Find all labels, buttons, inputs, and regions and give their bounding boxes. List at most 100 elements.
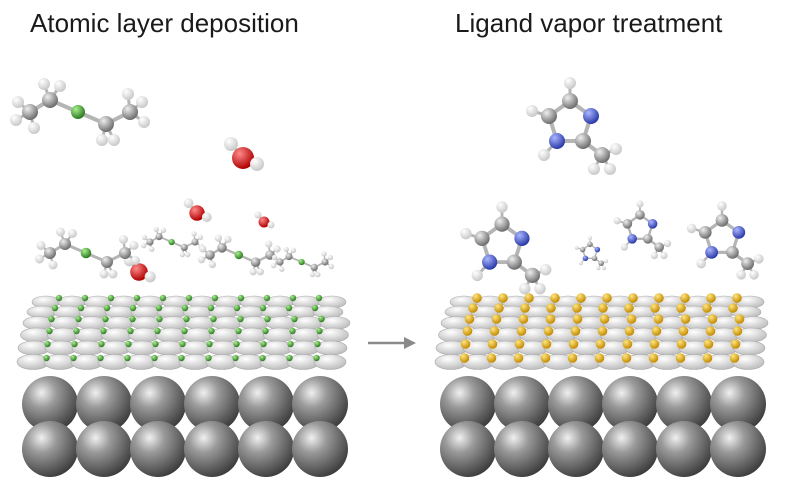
hydrogen-atom: [56, 227, 65, 237]
hydrogen-atom: [99, 269, 109, 279]
substrate-atom: [76, 376, 132, 432]
carbon-atom: [250, 257, 261, 268]
zinc-site: [181, 327, 188, 335]
hydrogen-atom: [587, 235, 593, 241]
zinc-site: [703, 339, 714, 349]
zinc-site: [594, 353, 605, 363]
zinc-site: [649, 339, 660, 349]
zinc-site: [73, 327, 80, 335]
zinc-site: [524, 293, 534, 303]
carbon-atom: [217, 243, 227, 253]
zinc-site: [546, 303, 556, 313]
substrate-atom: [548, 421, 604, 477]
zinc-site: [43, 354, 50, 362]
zinc-site: [264, 315, 271, 323]
carbon-atom: [285, 253, 293, 261]
zinc-site: [318, 315, 325, 323]
zinc-site: [97, 354, 104, 362]
zinc-site: [680, 293, 690, 303]
zinc-site: [152, 340, 159, 348]
zinc-site: [208, 327, 215, 335]
carbon-atom: [98, 116, 114, 132]
zinc-site: [124, 354, 131, 362]
zinc-site: [624, 326, 635, 336]
zinc-site: [648, 353, 659, 363]
zinc-site: [572, 303, 582, 313]
zinc-site: [183, 315, 190, 323]
carbon-atom: [575, 133, 591, 149]
carbon-atom: [622, 219, 633, 229]
hydrogen-atom: [224, 137, 238, 151]
hydrogen-atom: [283, 246, 289, 253]
zinc-site: [576, 293, 586, 303]
zinc-site: [127, 327, 134, 335]
zinc-site: [259, 304, 267, 312]
zinc-site: [599, 314, 610, 324]
substrate-atom: [292, 376, 348, 432]
hydrogen-atom: [131, 256, 140, 265]
hydrogen-atom: [754, 253, 764, 264]
hydrogen-atom: [601, 266, 607, 271]
hydrogen-atom: [267, 221, 275, 229]
carbon-atom: [205, 250, 215, 260]
hydrogen-atom: [526, 105, 538, 117]
carbon-atom: [591, 255, 598, 262]
hydrogen-atom: [160, 227, 167, 233]
zinc-site: [516, 326, 527, 336]
zinc-site: [210, 315, 217, 323]
hydrogen-atom: [54, 80, 66, 92]
carbon-atom: [42, 92, 58, 108]
hydrogen-atom: [321, 251, 327, 257]
zinc-site: [572, 314, 583, 324]
hydrogen-atom: [144, 271, 156, 283]
zinc-site: [654, 293, 664, 303]
hydrogen-atom: [660, 252, 668, 260]
carbon-atom: [119, 247, 131, 259]
hydrogen-atom: [564, 77, 576, 89]
zinc-site: [286, 354, 293, 362]
oxygen-atom: [130, 263, 148, 281]
hydrogen-atom: [596, 266, 601, 271]
hydrogen-atom: [28, 122, 40, 134]
zinc-site: [728, 303, 738, 313]
hydrogen-atom: [183, 198, 194, 209]
ligand-molecules: [460, 77, 764, 295]
hydrogen-atom: [214, 234, 222, 242]
zinc-site: [151, 354, 158, 362]
zinc-site: [706, 293, 716, 303]
hydrogen-atom: [717, 201, 727, 211]
zinc-site: [287, 340, 294, 348]
hydrogen-atom: [265, 240, 273, 248]
right-arrow-icon: [368, 337, 416, 349]
hydrogen-atom: [136, 96, 148, 108]
hydrogen-atom: [309, 271, 316, 278]
carbon-atom: [579, 246, 586, 253]
hydrogen-atom: [290, 247, 297, 253]
zinc-atom: [168, 238, 175, 246]
zinc-site: [489, 326, 500, 336]
zinc-site: [291, 315, 298, 323]
substrate-atom: [22, 376, 78, 432]
hydrogen-atom: [327, 254, 334, 261]
zinc-site: [598, 303, 608, 313]
zinc-site: [51, 304, 59, 312]
hydrogen-atom: [256, 268, 264, 276]
carbon-atom: [276, 258, 284, 266]
zinc-site: [233, 340, 240, 348]
zinc-site: [107, 294, 115, 302]
hydrogen-atom: [578, 261, 584, 266]
zinc-site: [732, 326, 743, 336]
carbon-atom: [726, 246, 739, 259]
carbon-atom: [22, 104, 38, 120]
oxygen-atom: [189, 205, 205, 221]
hydrogen-atom: [122, 88, 134, 100]
carbon-atom: [635, 210, 645, 220]
zinc-site: [545, 314, 556, 324]
zinc-site: [650, 303, 660, 313]
substrate-slab-ald: [16, 294, 351, 477]
carbon-atom: [44, 247, 56, 259]
zinc-site: [46, 327, 53, 335]
zinc-site: [311, 304, 319, 312]
zinc-site: [540, 353, 551, 363]
